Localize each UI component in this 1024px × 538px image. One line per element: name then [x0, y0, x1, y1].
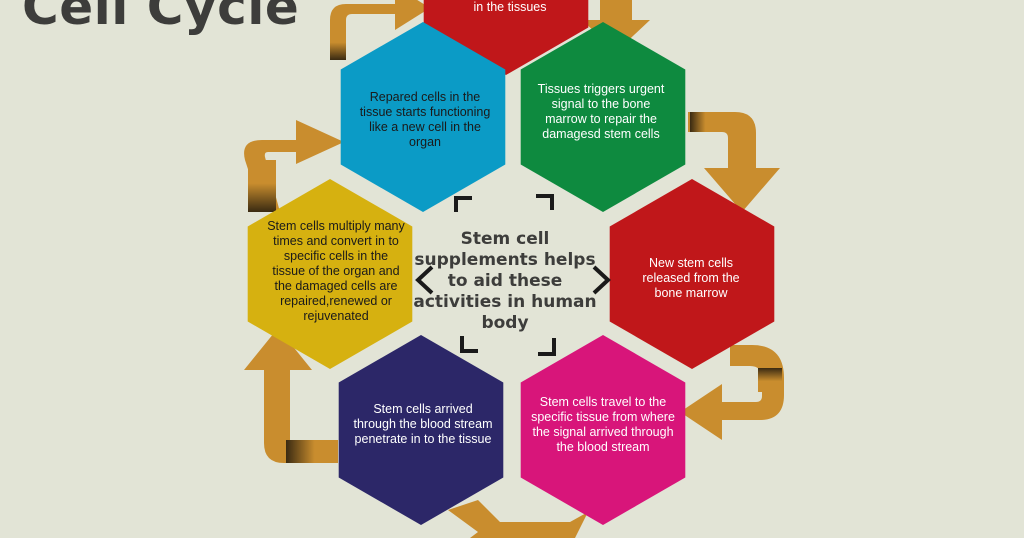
bracket-mark-top-right: [536, 194, 554, 210]
arrow-right-lower: [680, 345, 784, 440]
hexagon-top: [423, 0, 589, 75]
bracket-mark-bottom-right: [538, 338, 556, 356]
step-text-red: New stem cells released from the bone ma…: [642, 256, 740, 300]
hexagon-blue: [340, 22, 506, 212]
bracket-mark-right: [592, 265, 611, 295]
arrow-left-upper-shade: [248, 160, 276, 212]
bracket-mark-top-left: [454, 196, 472, 212]
arrow-left-lower: [244, 328, 338, 463]
page-title: Cell Cycle: [22, 0, 300, 36]
arrow-right-upper: [688, 112, 780, 212]
step-text-magenta: Stem cells travel to the specific tissue…: [531, 395, 675, 454]
arrow-left-lower-shade: [286, 440, 338, 463]
step-text-navy: Stem cells arrived through the blood str…: [353, 402, 493, 446]
arrow-top-left-shade: [330, 28, 346, 60]
step-text-blue: Repared cells in the tissue starts funct…: [359, 90, 491, 149]
hexagon-navy: [338, 335, 504, 525]
hexagon-magenta: [520, 335, 686, 525]
arrow-top-left: [330, 0, 430, 55]
arrow-top-right: [582, 0, 650, 52]
step-text-green: Tissues triggers urgent signal to the bo…: [537, 82, 665, 141]
hexagon-red: [609, 179, 775, 369]
hexagon-yellow: [247, 179, 413, 369]
step-text-top: in the tissues: [473, 0, 547, 14]
arrow-right-lower-shade: [758, 368, 782, 392]
bracket-mark-bottom-left: [460, 336, 478, 353]
bracket-mark-left: [415, 265, 434, 295]
center-text: Stem cell supplements helps to aid these…: [413, 229, 597, 333]
hexagon-green: [520, 22, 686, 212]
step-text-yellow: Stem cells multiply many times and conve…: [267, 219, 405, 323]
arrow-right-upper-shade: [690, 112, 718, 132]
arrow-bottom: [448, 500, 588, 538]
